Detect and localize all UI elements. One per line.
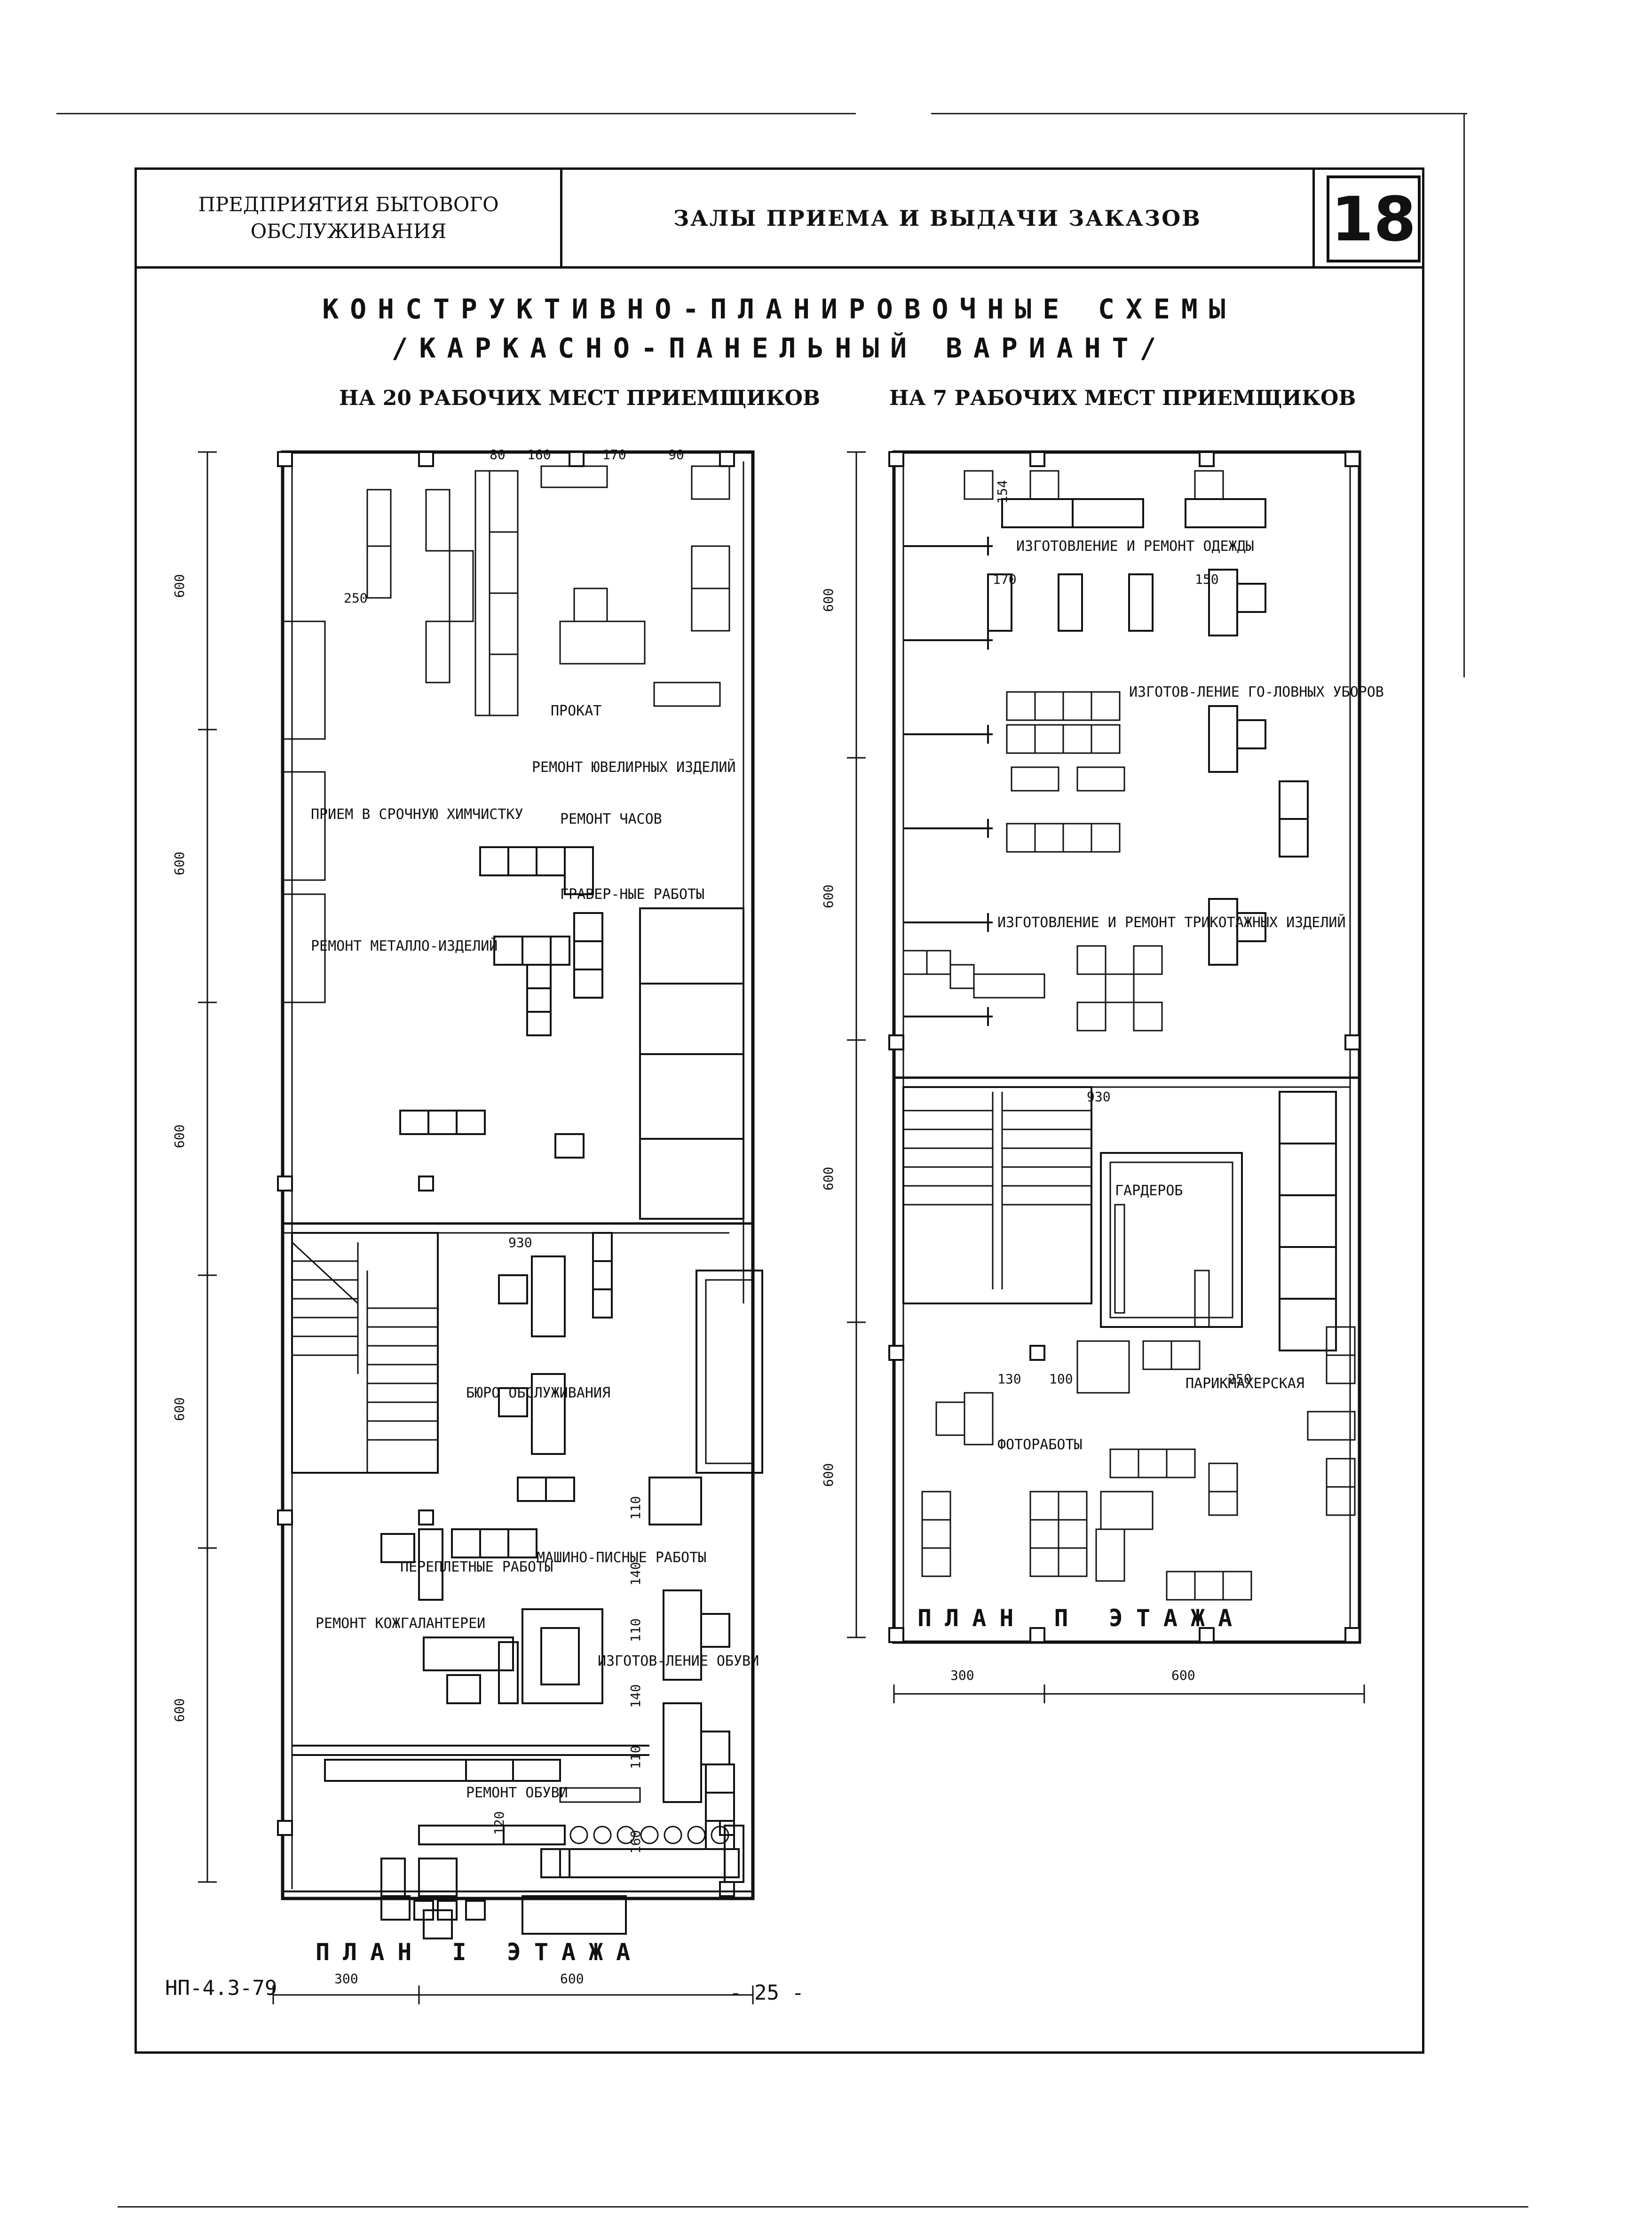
dim-120: 120: [491, 1811, 507, 1835]
label-foto: ФОТОРАБОТЫ: [997, 1437, 1083, 1453]
label-priem: ПРИЕМ В СРОЧНУЮ ХИМЧИСТКУ: [311, 806, 523, 823]
rdim-bot-130: 130: [997, 1371, 1021, 1387]
label-mashino: МАШИНО-ПИСНЫЕ РАБОТЫ: [537, 1549, 706, 1566]
dim-right-140b: 140: [628, 1684, 643, 1708]
label-graver: ГРАВЕР-НЫЕ РАБОТЫ: [560, 886, 704, 903]
dim-h4: 600: [172, 1397, 187, 1421]
rdim-row-170: 170: [993, 572, 1017, 587]
label-obuv-rem: РЕМОНТ ОБУВИ: [466, 1785, 568, 1801]
dim-h2: 600: [172, 851, 187, 875]
left-floor-plan: ПРИЕМ В СРОЧНУЮ ХИМЧИСТКУ ПРОКАТ РЕМОНТ …: [172, 447, 763, 2004]
label-trikotazh: ИЗГОТОВЛЕНИЕ И РЕМОНТ ТРИКОТАЖНЫХ ИЗДЕЛИ…: [997, 914, 1346, 931]
dim-top-160: 160: [527, 447, 551, 462]
dim-h3: 600: [172, 1124, 187, 1148]
scan-crop-line-top-right: [931, 113, 1467, 114]
org-cell: ПРЕДПРИЯТИЯ БЫТОВОГО ОБСЛУЖИВАНИЯ: [137, 170, 562, 266]
dim-250: 250: [344, 590, 368, 606]
dim-w1: 300: [334, 1971, 358, 1986]
rdim-w1: 300: [950, 1668, 974, 1683]
topic-cell: ЗАЛЫ ПРИЕМА И ВЫДАЧИ ЗАКАЗОВ: [562, 170, 1315, 266]
dim-h5: 600: [172, 1698, 187, 1722]
rdim-h4: 600: [821, 1463, 836, 1487]
scan-crop-line-bottom: [118, 2206, 1528, 2208]
rdim-bot-100: 100: [1049, 1371, 1073, 1387]
right-plan-caption: ПЛАН П ЭТАЖА: [917, 1604, 1246, 1632]
dim-right-110c: 110: [628, 1745, 643, 1769]
rdim-row-150: 150: [1195, 572, 1219, 587]
dim-right-140a: 140: [628, 1562, 643, 1586]
rdim-h3: 600: [821, 1167, 836, 1191]
document-code: НП-4.3-79: [165, 1976, 277, 2000]
right-plan-subtitle: НА 7 РАБОЧИХ МЕСТ ПРИЕМЩИКОВ: [889, 386, 1356, 410]
dim-w2: 600: [560, 1971, 584, 1986]
dim-top-80: 80: [490, 447, 506, 462]
dim-right-110b: 110: [628, 1618, 643, 1642]
rdim-span: 930: [1087, 1089, 1111, 1104]
label-prokat: ПРОКАТ: [551, 703, 601, 719]
page-number: - 25 -: [729, 1981, 804, 2005]
drawing-sheet-frame: ПРЕДПРИЯТИЯ БЫТОВОГО ОБСЛУЖИВАНИЯ ЗАЛЫ П…: [134, 167, 1424, 2054]
label-metall: РЕМОНТ МЕТАЛЛО-ИЗДЕЛИЙ: [311, 937, 498, 954]
label-odezhda: ИЗГОТОВЛЕНИЕ И РЕМОНТ ОДЕЖДЫ: [1016, 538, 1254, 555]
drawing-title: КОНСТРУКТИВНО-ПЛАНИРОВОЧНЫЕ СХЕМЫ: [322, 293, 1237, 325]
left-plan-subtitle: НА 20 РАБОЧИХ МЕСТ ПРИЕМЩИКОВ: [339, 386, 821, 410]
label-juvelir: РЕМОНТ ЮВЕЛИРНЫХ ИЗДЕЛИЙ: [532, 759, 735, 776]
title-block: ПРЕДПРИЯТИЯ БЫТОВОГО ОБСЛУЖИВАНИЯ ЗАЛЫ П…: [137, 170, 1422, 269]
sheet-number: 18: [1327, 175, 1421, 262]
dim-right-160: 160: [628, 1830, 643, 1854]
scan-crop-line-top: [56, 113, 856, 114]
label-pereplet: ПЕРЕПЛЕТНЫЕ РАБОТЫ: [400, 1559, 553, 1575]
rdim-h1: 600: [821, 588, 836, 612]
label-obuv-izg: ИЗГОТОВ-ЛЕНИЕ ОБУВИ: [598, 1653, 759, 1669]
label-garderob: ГАРДЕРОБ: [1115, 1183, 1183, 1199]
dim-right-110a: 110: [628, 1496, 643, 1520]
rdim-w2: 600: [1171, 1668, 1195, 1683]
drawing-subtitle: /КАРКАСНО-ПАНЕЛЬНЫЙ ВАРИАНТ/: [391, 332, 1168, 364]
dim-top-90: 90: [668, 447, 684, 462]
rdim-154: 154: [995, 480, 1010, 504]
label-chasy: РЕМОНТ ЧАСОВ: [560, 811, 662, 827]
rdim-h2: 600: [821, 884, 836, 908]
rdim-bot-250: 250: [1228, 1371, 1252, 1387]
left-plan-caption: ПЛАН I ЭТАЖА: [316, 1938, 644, 1966]
label-ubory: ИЗГОТОВ-ЛЕНИЕ ГО-ЛОВНЫХ УБОРОВ: [1129, 684, 1384, 700]
right-floor-plan: ИЗГОТОВЛЕНИЕ И РЕМОНТ ОДЕЖДЫ ИЗГОТОВ-ЛЕН…: [821, 450, 1384, 1703]
label-kozha: РЕМОНТ КОЖГАЛАНТЕРЕИ: [316, 1615, 485, 1632]
scan-crop-line-right: [1463, 113, 1465, 677]
dim-top-170: 170: [602, 447, 626, 462]
label-byuro: БЮРО ОБСЛУЖИВАНИЯ: [466, 1385, 610, 1401]
dim-span: 930: [508, 1235, 532, 1250]
dim-h1: 600: [172, 574, 187, 598]
label-parikmaher: ПАРИКМАХЕРСКАЯ: [1186, 1375, 1304, 1392]
